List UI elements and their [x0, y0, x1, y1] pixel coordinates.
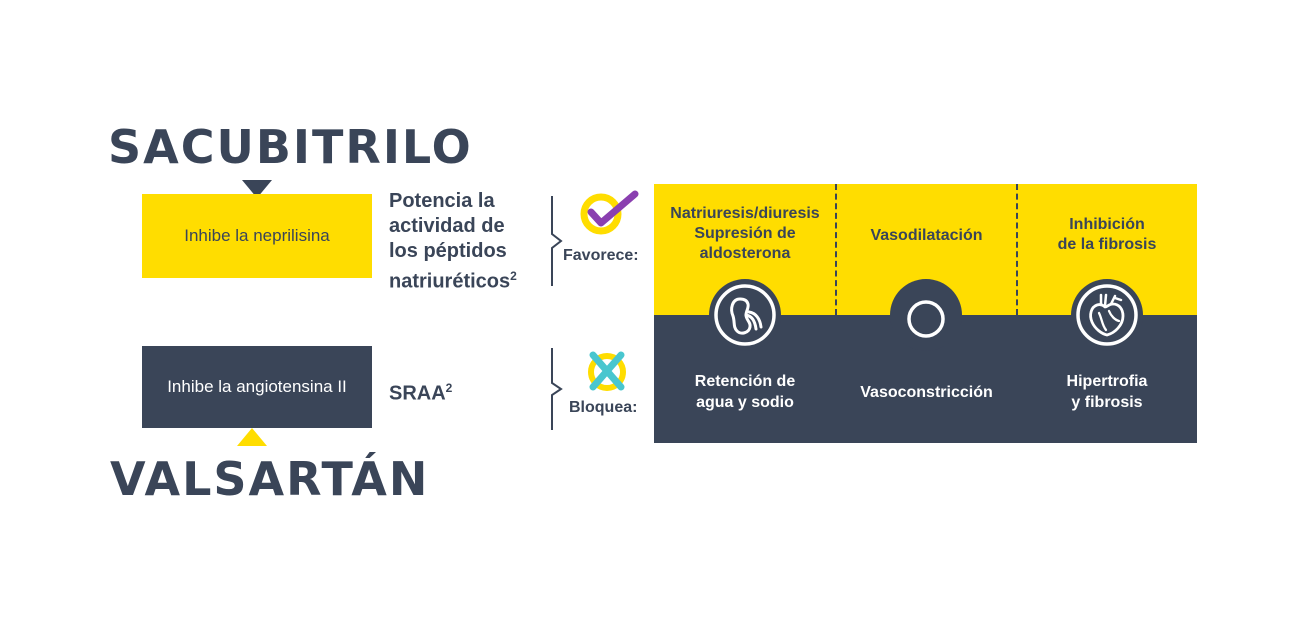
reference-superscript: 2 — [445, 381, 453, 395]
divider — [1016, 184, 1018, 315]
sacubitrilo-action-box: Inhibe la neprilisina — [142, 194, 372, 278]
valsartan-action-box: Inhibe la angiotensina II — [142, 346, 372, 428]
heart-icon — [1076, 284, 1138, 346]
valsartan-action: Inhibe la angiotensina II — [167, 377, 347, 396]
down-arrow-icon — [242, 180, 272, 198]
sacubitrilo-title: SACUBITRILO — [108, 120, 473, 174]
cell-line: Vasodilatación — [870, 227, 983, 244]
heart-circle — [1071, 279, 1143, 351]
cell-line: Retención de — [694, 373, 796, 390]
check-icon — [580, 190, 639, 235]
bloquea-label: Bloquea: — [569, 399, 638, 416]
cell-line: de la fibrosis — [1057, 236, 1157, 253]
kidney-circle — [709, 279, 781, 351]
cell-line: Hipertrofia — [1066, 373, 1148, 390]
divider — [835, 184, 837, 315]
favorece-label: Favorece: — [563, 247, 639, 264]
brace-icon — [551, 348, 563, 430]
vessel-icon — [907, 300, 945, 338]
bloquea-cell-retencion: Retención de agua y sodio — [654, 315, 836, 443]
sacubitrilo-effect-line: actividad de — [389, 215, 505, 237]
vessel-circle — [890, 279, 962, 351]
sacubitrilo-effect: Potencia la actividad de los péptidos na… — [389, 189, 517, 295]
reference-superscript: 2 — [510, 269, 517, 283]
cell-line: Natriuresis/diuresis — [670, 205, 820, 222]
sacubitrilo-effect-line: los péptidos — [389, 240, 507, 262]
cross-icon — [588, 351, 626, 391]
sacubitrilo-action: Inhibe la neprilisina — [184, 226, 330, 245]
sacubitrilo-effect-line: Potencia la — [389, 190, 495, 212]
cell-line: y fibrosis — [1071, 394, 1143, 411]
sacubitrilo-effect-line: natriuréticos — [389, 270, 511, 293]
cell-line: Inhibición — [1069, 216, 1145, 233]
valsartan-effect-text: SRAA — [389, 382, 446, 405]
up-arrow-icon — [237, 428, 267, 446]
cell-line: Supresión de — [694, 225, 796, 242]
cell-line: aldosterona — [699, 245, 791, 262]
valsartan-effect: SRAA2 — [389, 376, 452, 407]
cell-line: Vasoconstricción — [860, 383, 993, 401]
brace-icon — [551, 196, 563, 286]
cell-line: agua y sodio — [696, 394, 794, 411]
kidney-icon — [714, 284, 776, 346]
favorece-cell-natriuresis: Natriuresis/diuresis Supresión de aldost… — [654, 184, 836, 315]
valsartan-title: VALSARTÁN — [110, 452, 430, 506]
